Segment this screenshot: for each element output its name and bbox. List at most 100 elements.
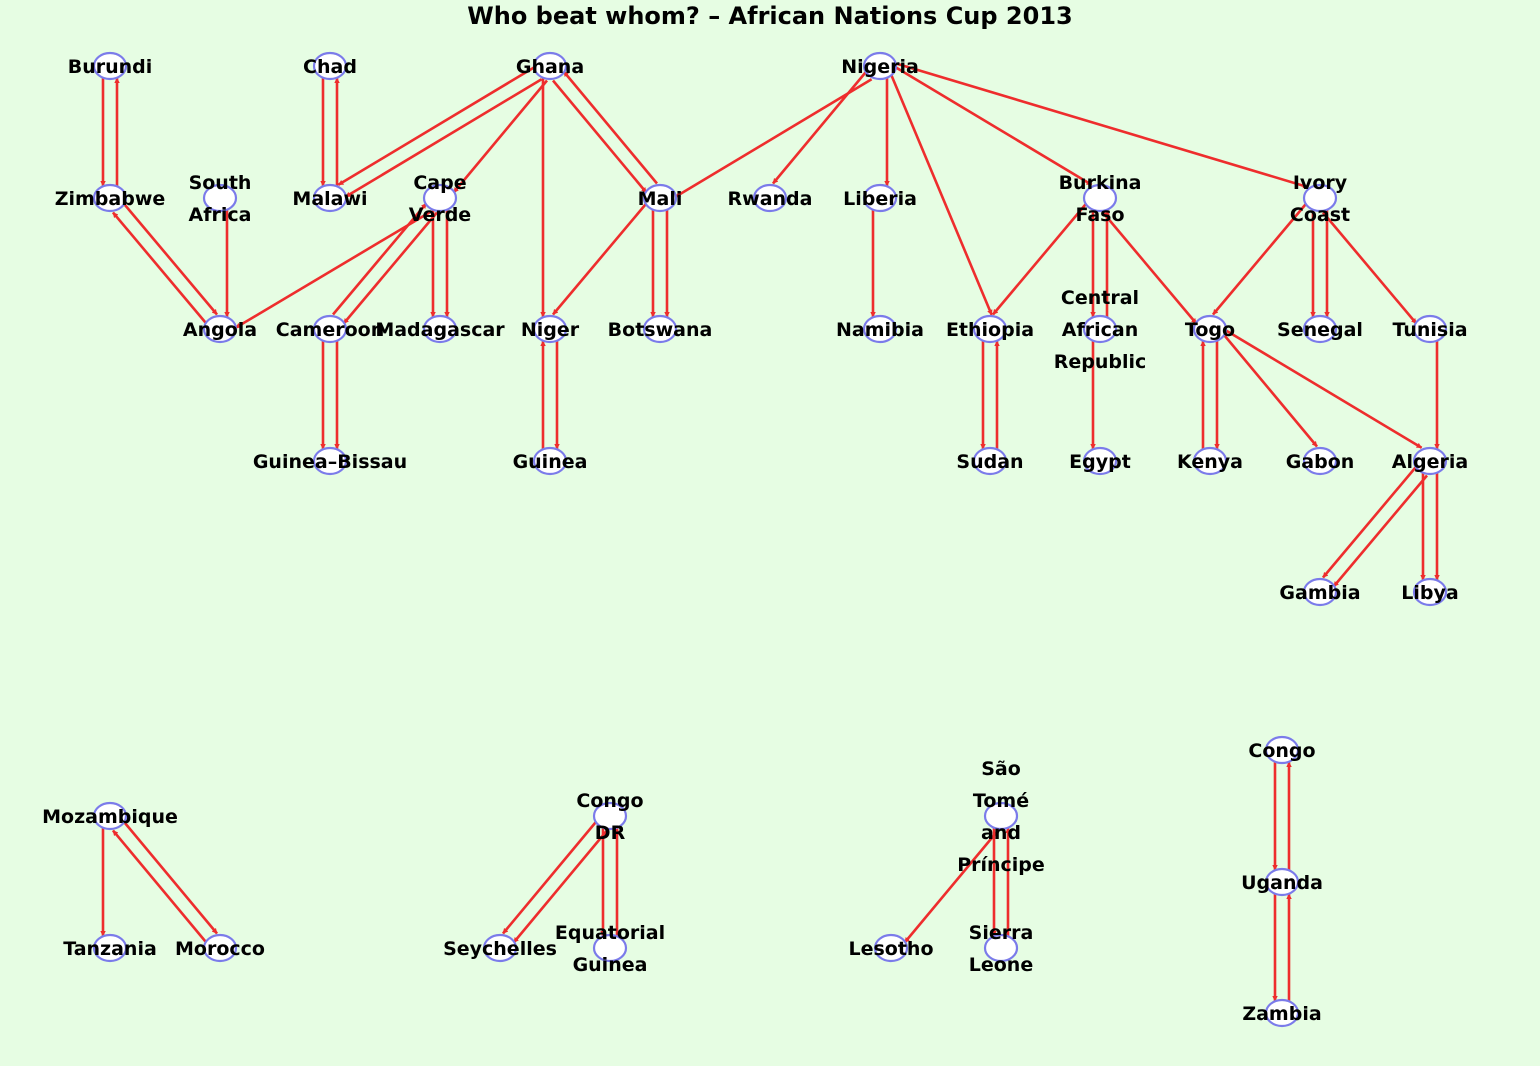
node-circle-algeria (1412, 446, 1448, 476)
edge-algeria-beat-gambia (1332, 474, 1428, 588)
edge-mozambique-beat-morocco (122, 820, 218, 935)
node-circle-burkina-faso (1082, 183, 1118, 213)
edge-nigeria-beat-mali (674, 78, 873, 198)
node-label-equatorial-guinea: Guinea (573, 954, 648, 976)
node-circle-uganda (1264, 867, 1300, 897)
node-circle-nigeria (862, 51, 898, 81)
node-label-sierra-leone: Leone (969, 954, 1033, 976)
node-label-malawi: Malawi (292, 188, 367, 210)
node-circle-rwanda (752, 183, 788, 213)
node-label-congo: Congo (1248, 740, 1315, 762)
edge-nigeria-beat-rwanda (772, 70, 868, 185)
edge-nigeria-beat-burkina-faso (894, 66, 1093, 186)
node-morocco: Morocco (175, 933, 265, 963)
node-label-cape-verde: Cape (413, 172, 466, 194)
edges-layer (100, 62, 1440, 1002)
node-congo: Congo (1248, 735, 1316, 765)
node-label-morocco: Morocco (175, 938, 265, 960)
node-circle-togo (1192, 314, 1228, 344)
node-gabon: Gabon (1286, 446, 1355, 476)
node-label-burkina-faso: Burkina (1059, 172, 1142, 194)
node-circle-guinea (532, 446, 568, 476)
node-circle-libya (1412, 577, 1448, 607)
node-label-cameroon: Cameroon (276, 319, 384, 341)
node-label-senegal: Senegal (1277, 319, 1363, 341)
node-label-central-african-republic: African (1062, 319, 1138, 341)
node-label-gabon: Gabon (1286, 451, 1355, 473)
node-guinea: Guinea (513, 446, 587, 476)
node-label-ivory-coast: Coast (1290, 204, 1350, 226)
node-label-central-african-republic: Republic (1054, 351, 1147, 373)
node-liberia: Liberia (843, 183, 917, 213)
node-nigeria: Nigeria (841, 51, 919, 81)
node-circle-south-africa (202, 183, 238, 213)
node-lesotho: Lesotho (848, 933, 934, 963)
edge-sao-tome-and-principe-beat-lesotho (903, 829, 999, 944)
node-label-tunisia: Tunisia (1392, 319, 1467, 341)
node-circle-zambia (1264, 998, 1300, 1028)
edge-togo-beat-algeria (1224, 329, 1423, 449)
edge-ivory-coast-beat-tunisia (1322, 211, 1418, 325)
node-label-south-africa: South (189, 172, 252, 194)
edge-burkina-faso-beat-ethiopia (992, 202, 1088, 316)
node-label-angola: Angola (183, 319, 257, 341)
node-label-zimbabwe: Zimbabwe (55, 188, 166, 210)
node-circle-liberia (862, 183, 898, 213)
node-chad: Chad (303, 51, 357, 81)
node-circle-sudan (972, 446, 1008, 476)
node-algeria: Algeria (1392, 446, 1468, 476)
edge-ivory-coast-beat-togo (1212, 202, 1308, 316)
node-label-seychelles: Seychelles (443, 938, 557, 960)
node-label-rwanda: Rwanda (728, 188, 813, 210)
node-label-namibia: Namibia (836, 319, 924, 341)
edge-ghana-beat-mali (552, 79, 648, 194)
edge-ghana-beat-cape-verde (452, 79, 548, 194)
node-label-niger: Niger (521, 319, 580, 341)
edge-ghana-beat-malawi (337, 66, 536, 186)
node-label-south-africa: Africa (189, 204, 252, 226)
node-circle-morocco (202, 933, 238, 963)
node-angola: Angola (183, 314, 257, 344)
node-circle-malawi (312, 183, 348, 213)
node-namibia: Namibia (836, 314, 924, 344)
node-botswana: Botswana (608, 314, 712, 344)
node-gambia: Gambia (1279, 577, 1361, 607)
node-circle-angola (202, 314, 238, 344)
node-label-lesotho: Lesotho (848, 938, 933, 960)
node-label-liberia: Liberia (843, 188, 917, 210)
edge-mali-beat-ghana (562, 70, 658, 185)
node-circle-ivory-coast (1302, 183, 1338, 213)
node-circle-madagascar (422, 314, 458, 344)
node-tanzania: Tanzania (63, 933, 157, 963)
node-circle-cameroon (312, 314, 348, 344)
node-senegal: Senegal (1277, 314, 1363, 344)
node-zambia: Zambia (1242, 998, 1322, 1028)
node-label-tanzania: Tanzania (63, 938, 157, 960)
edge-togo-beat-gabon (1222, 333, 1318, 448)
node-label-equatorial-guinea: Equatorial (555, 922, 665, 944)
node-mali: Mali (638, 183, 682, 213)
edge-morocco-beat-mozambique (112, 829, 208, 944)
node-label-chad: Chad (303, 56, 357, 78)
edge-burkina-faso-beat-togo (1102, 211, 1198, 325)
node-guinea-bissau: Guinea–Bissau (253, 446, 407, 476)
node-ghana: Ghana (516, 51, 584, 81)
node-label-ethiopia: Ethiopia (946, 319, 1034, 341)
node-label-cape-verde: Verde (409, 204, 471, 226)
node-label-sudan: Sudan (956, 451, 1023, 473)
edge-mali-beat-niger (552, 202, 648, 316)
node-uganda: Uganda (1241, 867, 1323, 897)
node-togo: Togo (1185, 314, 1235, 344)
node-circle-egypt (1082, 446, 1118, 476)
node-circle-zimbabwe (92, 183, 128, 213)
node-circle-kenya (1192, 446, 1228, 476)
edge-nigeria-beat-ethiopia (890, 74, 993, 316)
